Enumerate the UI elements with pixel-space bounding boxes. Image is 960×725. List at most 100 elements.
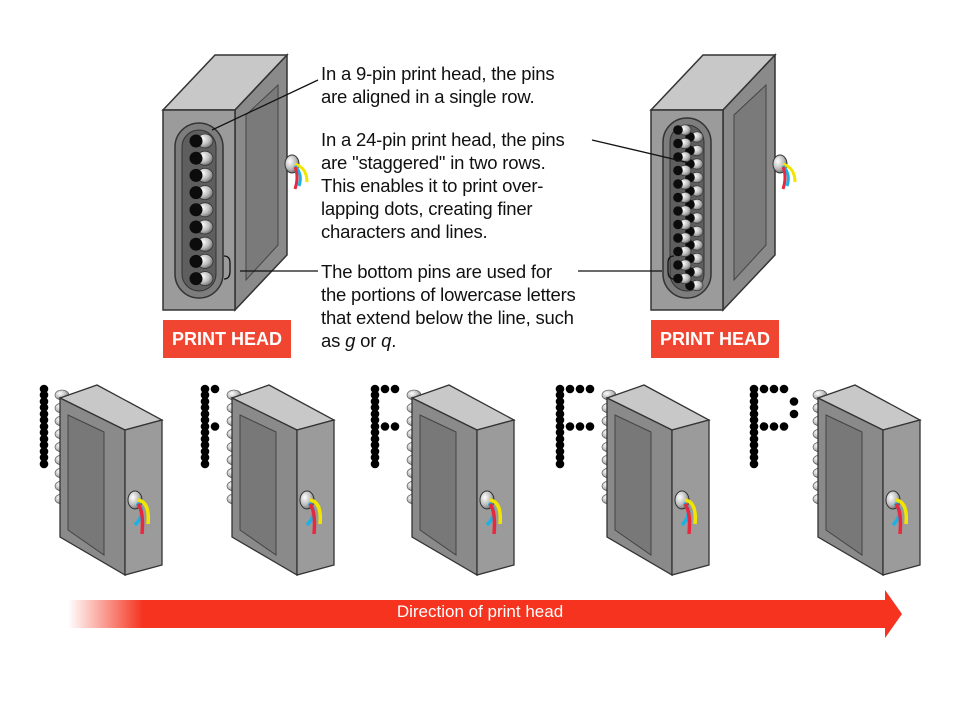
print-dot — [555, 403, 565, 412]
wire — [136, 502, 145, 535]
pin-tip — [189, 272, 203, 286]
print-dot — [749, 434, 759, 444]
pin-tip — [673, 165, 683, 176]
print-head-label-right: PRINT HEAD — [651, 320, 779, 358]
print-dot — [200, 403, 210, 412]
print-dot — [749, 415, 759, 425]
moving-print-head-icon — [54, 384, 922, 577]
wire — [488, 502, 497, 535]
print-dot — [370, 409, 380, 419]
pin-tip — [673, 138, 683, 149]
wire — [489, 498, 503, 525]
print-dot — [749, 390, 759, 400]
print-dot — [555, 428, 565, 437]
print-dot — [759, 384, 769, 394]
caption-line: are aligned in a single row. — [321, 86, 535, 107]
print-dot — [200, 384, 210, 394]
pin-tip — [189, 203, 203, 217]
print-dot — [749, 403, 759, 412]
print-dot — [555, 415, 565, 425]
print-dot — [210, 384, 220, 394]
print-dot — [769, 384, 779, 394]
wire — [308, 502, 317, 535]
print-dot — [39, 453, 49, 462]
print-dot — [370, 428, 380, 437]
dot-matrix-letter-P-icon — [39, 384, 799, 469]
print-dot — [749, 422, 759, 431]
wire — [684, 498, 698, 525]
caption-bottom-pins: The bottom pins are used for the portion… — [321, 260, 576, 352]
print-dot — [39, 390, 49, 400]
head-panel — [419, 414, 457, 556]
caption-text: . — [391, 330, 397, 351]
pin-tip — [189, 151, 203, 165]
pin-tip — [189, 220, 203, 234]
letter-g: g — [345, 330, 356, 351]
print-dot — [749, 440, 759, 450]
moving-print-head-icon — [601, 384, 711, 577]
print-dot — [380, 384, 390, 394]
print-dot — [390, 422, 400, 431]
caption-nine-pin: In a 9-pin print head, the pins are alig… — [321, 62, 555, 108]
print-dot — [390, 384, 400, 394]
print-dot — [370, 390, 380, 400]
caption-line: are "staggered" in two rows. — [321, 152, 546, 173]
print-dot — [789, 409, 799, 419]
print-dot — [555, 440, 565, 450]
caption-line: In a 24-pin print head, the pins — [321, 129, 565, 150]
print-dot — [370, 422, 380, 431]
twentyfour-pin-print-head-icon — [649, 53, 797, 312]
print-dot — [39, 422, 49, 431]
pin-tip — [189, 186, 203, 200]
direction-label: Direction of print head — [396, 602, 564, 621]
pin-tip — [673, 219, 683, 230]
print-head-label-left: PRINT HEAD — [163, 320, 291, 358]
print-dot — [370, 384, 380, 394]
moving-print-head-icon — [812, 384, 922, 577]
print-dot — [39, 384, 49, 394]
caption-line: The bottom pins are used for — [321, 261, 552, 282]
print-dot — [749, 397, 759, 406]
print-dot — [555, 453, 565, 462]
print-dot — [200, 397, 210, 406]
pin-tip — [673, 273, 683, 284]
pin-tip — [673, 179, 683, 189]
wire — [894, 502, 903, 535]
print-dot — [575, 422, 585, 431]
print-dot — [370, 440, 380, 450]
print-dot — [39, 397, 49, 406]
pin-tip — [189, 134, 203, 148]
head-panel — [614, 414, 652, 556]
print-dot — [370, 397, 380, 406]
print-dot — [555, 422, 565, 431]
print-dot — [200, 459, 210, 469]
caption-line: as g or q. — [321, 329, 576, 352]
print-dot — [370, 403, 380, 412]
wire — [294, 162, 309, 183]
print-dot — [200, 440, 210, 450]
print-dot — [585, 422, 595, 431]
print-dot — [39, 459, 49, 469]
pin-tip — [189, 168, 203, 182]
caption-text: or — [355, 330, 382, 351]
print-dot — [585, 384, 595, 394]
print-dot — [749, 447, 759, 456]
caption-text: as — [321, 330, 346, 351]
print-dot — [200, 390, 210, 400]
print-dot — [779, 384, 789, 394]
moving-print-head-icon — [226, 384, 336, 577]
print-dot — [370, 459, 380, 469]
print-dot — [200, 434, 210, 444]
print-dot — [370, 447, 380, 456]
moving-print-head-icon — [406, 384, 516, 577]
print-dot — [749, 459, 759, 469]
print-dot — [370, 453, 380, 462]
print-dot — [39, 409, 49, 419]
print-dot — [759, 422, 769, 431]
direction-arrow-icon — [68, 590, 902, 638]
print-dot — [749, 384, 759, 394]
print-dot — [565, 422, 575, 431]
pin-tip — [673, 233, 683, 243]
moving-print-head-icon — [54, 384, 164, 577]
